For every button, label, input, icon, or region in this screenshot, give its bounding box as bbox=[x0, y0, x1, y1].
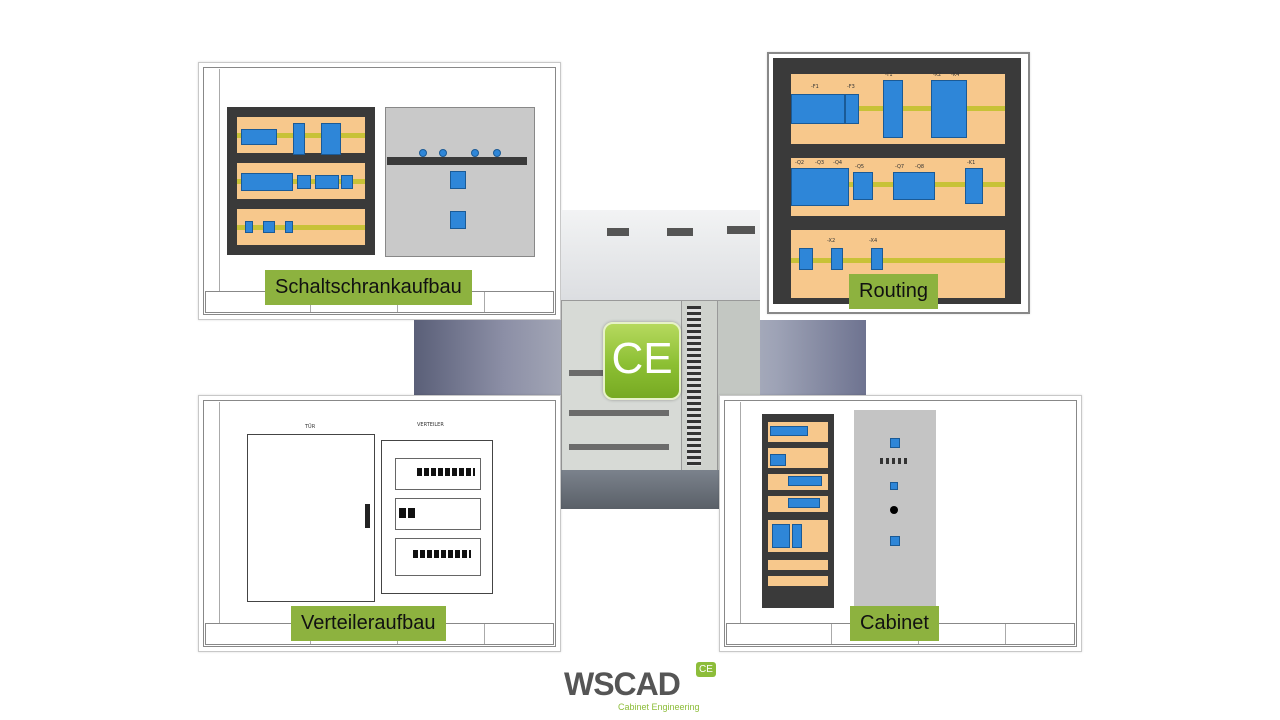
routing-label: -F3 bbox=[847, 84, 855, 90]
door-label: TÜR bbox=[305, 424, 316, 430]
component bbox=[293, 123, 305, 155]
breaker-set bbox=[413, 550, 471, 558]
door-component bbox=[890, 536, 900, 546]
component bbox=[770, 454, 786, 466]
door-outline bbox=[247, 434, 375, 602]
breaker-set bbox=[399, 508, 417, 518]
terminal bbox=[871, 248, 883, 270]
routing-label: -X4 bbox=[869, 238, 878, 244]
routing-label: -K4 bbox=[951, 72, 960, 78]
routing-rail bbox=[791, 258, 1005, 263]
routing-label: -K1 bbox=[967, 160, 976, 166]
component bbox=[263, 221, 275, 233]
breaker-row bbox=[395, 458, 481, 490]
routing-label: -Q2 bbox=[795, 160, 805, 166]
terminal bbox=[799, 248, 813, 270]
routing-label: -F1 bbox=[811, 84, 819, 90]
indicator bbox=[419, 149, 427, 157]
transformer bbox=[883, 80, 903, 138]
component bbox=[341, 175, 353, 189]
sheet-sidebar-strip bbox=[205, 69, 220, 291]
component bbox=[792, 524, 802, 548]
verteileraufbau-panel: TÜR VERTEILER Verteileraufbau bbox=[198, 395, 561, 652]
breaker-set bbox=[417, 468, 475, 476]
routing-label: -Q8 bbox=[915, 164, 925, 170]
component bbox=[297, 175, 311, 189]
indicator bbox=[493, 149, 501, 157]
door-switch bbox=[890, 506, 898, 514]
sheet-sidebar-strip bbox=[726, 402, 741, 623]
breaker bbox=[853, 172, 873, 200]
cabinet-row bbox=[768, 560, 828, 570]
door-buttons bbox=[880, 458, 910, 464]
ce-badge: CE bbox=[603, 322, 681, 400]
logo-badge: CE bbox=[696, 662, 716, 677]
component bbox=[788, 476, 822, 486]
door-component bbox=[890, 438, 900, 448]
indicator bbox=[439, 149, 447, 157]
door-rail bbox=[387, 157, 527, 165]
sheet-frame bbox=[203, 67, 556, 315]
cabinet-row bbox=[768, 576, 828, 586]
component bbox=[770, 426, 808, 436]
routing-label: -Q7 bbox=[895, 164, 905, 170]
component bbox=[772, 524, 790, 548]
component bbox=[321, 123, 341, 155]
caption-schaltschrankaufbau: Schaltschrankaufbau bbox=[265, 270, 472, 305]
routing-label: -X2 bbox=[933, 72, 942, 78]
door-component bbox=[450, 211, 466, 229]
breaker-group bbox=[893, 172, 935, 200]
routing-panel: -F1 -F3 -T1 -X2 -K4 -Q2 -Q3 -Q4 -Q5 -Q7 … bbox=[767, 52, 1030, 314]
ce-badge-text: CE bbox=[611, 334, 673, 383]
logo-tagline: Cabinet Engineering bbox=[618, 702, 700, 712]
component bbox=[315, 175, 339, 189]
fuse-block bbox=[845, 94, 859, 124]
routing-label: -Q4 bbox=[833, 160, 843, 166]
breaker-row bbox=[395, 538, 481, 576]
door-component bbox=[450, 171, 466, 189]
logo-brand: WSCAD bbox=[564, 666, 681, 702]
caption-verteileraufbau: Verteileraufbau bbox=[291, 606, 446, 641]
door-component bbox=[890, 482, 898, 490]
din-rail bbox=[237, 225, 365, 230]
caption-cabinet: Cabinet bbox=[850, 606, 939, 641]
component bbox=[788, 498, 820, 508]
breaker-row bbox=[395, 498, 481, 530]
door-handle bbox=[365, 504, 370, 528]
routing-label: -Q5 bbox=[855, 164, 865, 170]
routing-label: -X2 bbox=[827, 238, 836, 244]
relay bbox=[965, 168, 983, 204]
component bbox=[245, 221, 253, 233]
wscad-logo: WSCAD CE Cabinet Engineering bbox=[564, 660, 716, 716]
breaker-group bbox=[791, 168, 849, 206]
sheet-sidebar-strip bbox=[205, 402, 220, 623]
terminal-block bbox=[931, 80, 967, 138]
distributor-label: VERTEILER bbox=[417, 422, 444, 428]
terminal bbox=[831, 248, 843, 270]
schaltschrankaufbau-panel: Schaltschrankaufbau bbox=[198, 62, 561, 320]
cabinet-panel: Cabinet bbox=[719, 395, 1082, 652]
component bbox=[285, 221, 293, 233]
sheet-frame bbox=[724, 400, 1077, 647]
routing-label: -Q3 bbox=[815, 160, 825, 166]
indicator bbox=[471, 149, 479, 157]
component bbox=[241, 173, 293, 191]
fuse-block bbox=[791, 94, 845, 124]
caption-routing: Routing bbox=[849, 274, 938, 309]
component bbox=[241, 129, 277, 145]
routing-label: -T1 bbox=[885, 72, 893, 78]
sheet-frame bbox=[203, 400, 556, 647]
